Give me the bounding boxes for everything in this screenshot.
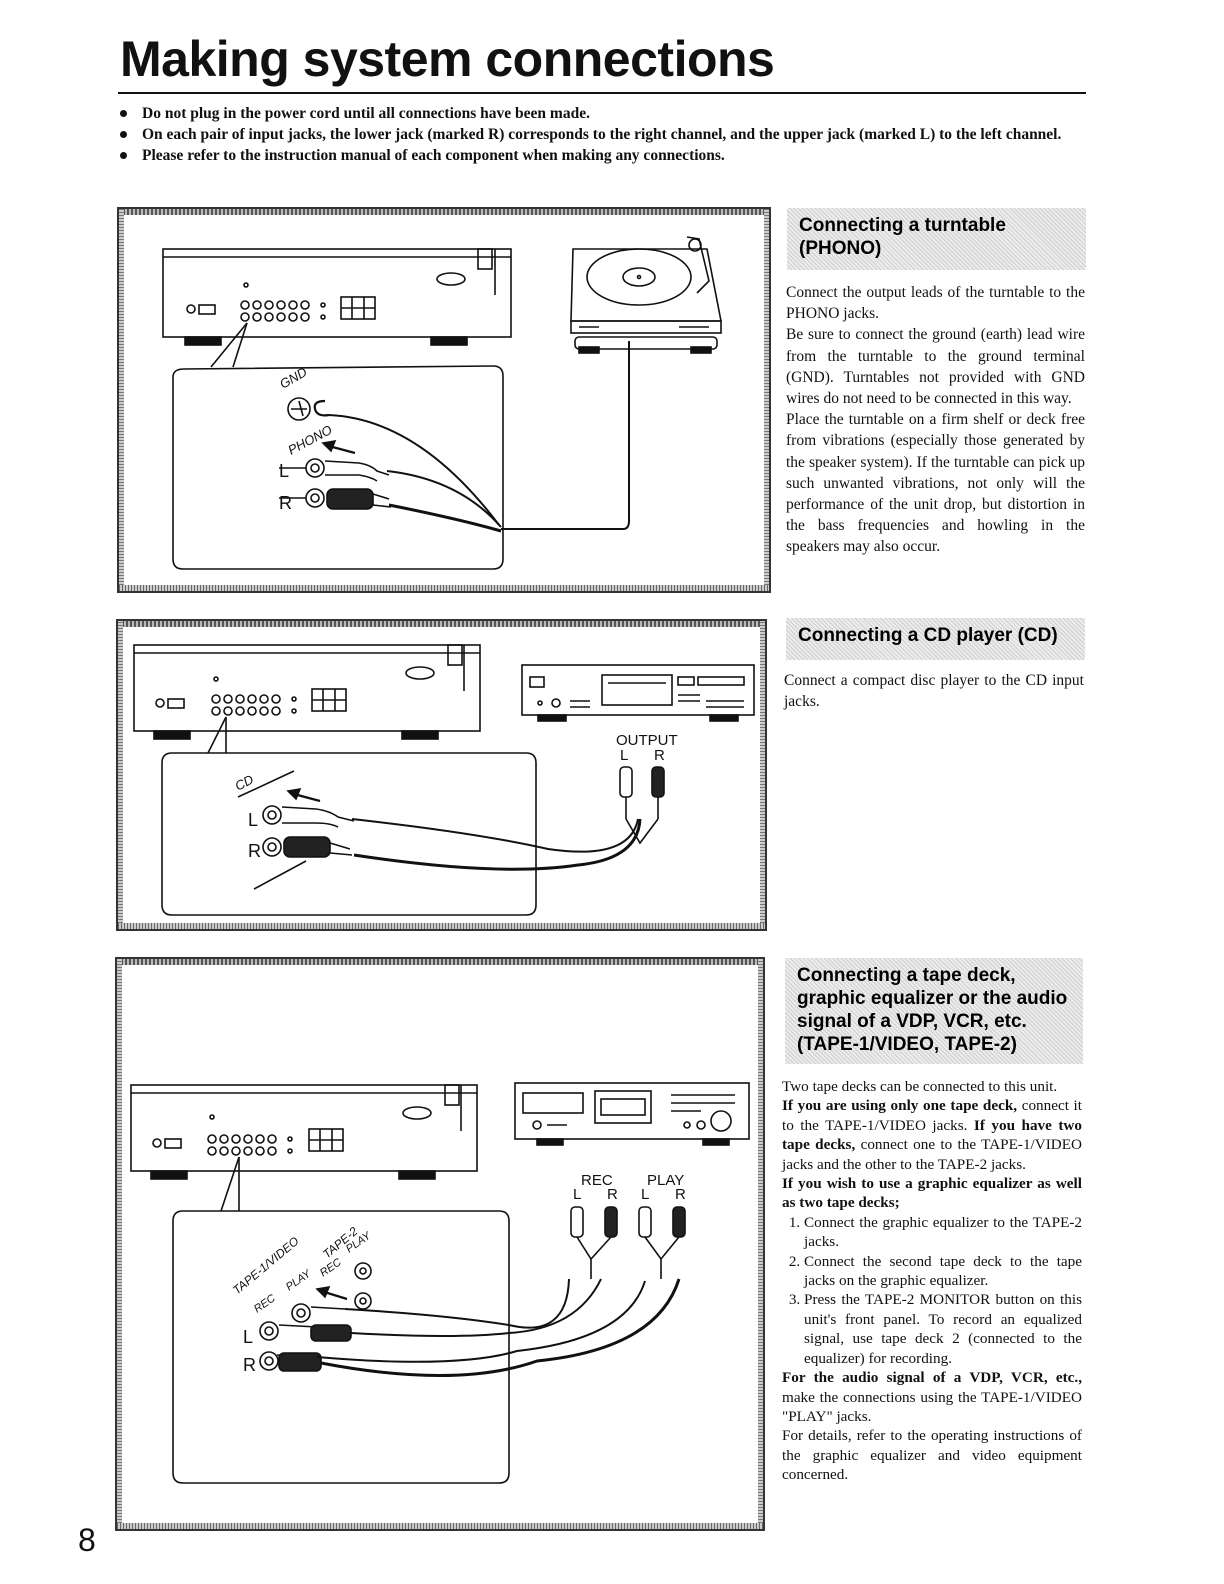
tape-bold-phrase: If you have two tape decks,	[782, 1116, 1082, 1154]
deck-play-left-label: L	[641, 1186, 649, 1203]
tape-description: Two tape decks can be connected to this …	[782, 1077, 1082, 1485]
right-channel-label: R	[243, 1355, 256, 1375]
tape-connection-figure: TAPE-1/VIDEO TAPE-2 REC PLAY REC PLAY L …	[115, 957, 765, 1531]
tape1-rec-label: REC	[252, 1292, 278, 1315]
tape-deck-icon	[514, 1082, 750, 1146]
right-channel-label: R	[279, 493, 292, 513]
amplifier-rear-panel-icon	[162, 248, 512, 346]
tape-heading-box: Connecting a tape deck, graphic equalize…	[785, 958, 1083, 1064]
bullet-dot-icon	[120, 131, 127, 138]
cd-diagram: CD L R OUTPUT L R	[133, 644, 755, 916]
cd-heading: Connecting a CD player (CD)	[798, 625, 1058, 646]
intro-bullet: Do not plug in the power cord until all …	[120, 103, 1088, 124]
phono-heading: Connecting a turntable (PHONO)	[799, 215, 1006, 259]
tape-bold-phrase: If you are using only one tape deck,	[782, 1097, 1018, 1115]
deck-rec-right-label: R	[607, 1186, 618, 1203]
left-channel-label: L	[279, 461, 289, 481]
tape1-play-label: PLAY	[284, 1268, 314, 1294]
tape-paragraph: If you are using only one tape deck, con…	[782, 1096, 1082, 1174]
phono-paragraph: Place the turntable on a firm shelf or d…	[786, 411, 1085, 556]
bullet-dot-icon	[120, 152, 127, 159]
phono-label: PHONO	[285, 422, 334, 458]
page-number: 8	[78, 1522, 96, 1558]
title-rule	[118, 92, 1086, 94]
cd-player-icon	[521, 664, 755, 722]
phono-paragraph: Connect the output leads of the turntabl…	[786, 284, 1085, 323]
intro-bullet-text: Do not plug in the power cord until all …	[142, 105, 590, 122]
amplifier-rear-panel-icon	[133, 644, 481, 740]
amplifier-rear-panel-icon	[130, 1084, 478, 1180]
tape-intro: Two tape decks can be connected to this …	[782, 1078, 1058, 1095]
phono-description: Connect the output leads of the turntabl…	[786, 282, 1085, 558]
tape-diagram: TAPE-1/VIDEO TAPE-2 REC PLAY REC PLAY L …	[130, 1082, 750, 1484]
left-channel-label: L	[248, 810, 258, 830]
tape2-rec-label: REC	[318, 1256, 344, 1279]
tape-text: make the connections using the TAPE-1/VI…	[782, 1388, 1082, 1425]
tape-bold-phrase: If you wish to use a graphic equalizer a…	[782, 1175, 1082, 1212]
cd-description: Connect a compact disc player to the CD …	[784, 670, 1084, 712]
intro-bullet: Please refer to the instruction manual o…	[120, 145, 1088, 166]
turntable-icon	[570, 236, 722, 354]
page-title: Making system connections	[120, 31, 775, 87]
deck-rec-left-label: L	[573, 1186, 581, 1203]
phono-heading-box: Connecting a turntable (PHONO)	[787, 208, 1086, 270]
tape-bold-phrase: For the audio signal of a VDP, VCR, etc.…	[782, 1369, 1082, 1387]
cd-output-left-label: L	[620, 747, 628, 764]
cd-output-right-label: R	[654, 747, 665, 764]
tape-heading: Connecting a tape deck, graphic equalize…	[797, 965, 1068, 1055]
deck-rec-label: REC	[581, 1172, 613, 1189]
left-channel-label: L	[243, 1327, 253, 1347]
intro-bullet: On each pair of input jacks, the lower j…	[120, 124, 1088, 145]
phono-connection-figure: GND PHONO L R	[117, 207, 771, 593]
bullet-dot-icon	[120, 110, 127, 117]
intro-bullet-list: Do not plug in the power cord until all …	[120, 103, 1088, 166]
deck-play-right-label: R	[675, 1186, 686, 1203]
cd-paragraph: Connect a compact disc player to the CD …	[784, 672, 1084, 711]
tape-text: connect it to the TAPE-1/VIDEO jacks.	[782, 1097, 1082, 1134]
phono-paragraph: Be sure to connect the ground (earth) le…	[786, 326, 1085, 408]
cd-heading-box: Connecting a CD player (CD)	[786, 618, 1085, 660]
intro-bullet-text: On each pair of input jacks, the lower j…	[142, 126, 1062, 143]
deck-play-label: PLAY	[647, 1172, 684, 1189]
tape-text: connect one to the TAPE-1/VIDEO jacks an…	[782, 1136, 1082, 1173]
cd-connection-figure: CD L R OUTPUT L R	[116, 619, 767, 931]
phono-diagram: GND PHONO L R	[162, 236, 722, 570]
equalizer-step: Press the TAPE-2 MONITOR button on this …	[804, 1290, 1082, 1368]
intro-bullet-text: Please refer to the instruction manual o…	[142, 147, 725, 164]
tape-paragraph: For the audio signal of a VDP, VCR, etc.…	[782, 1368, 1082, 1426]
equalizer-step: Connect the graphic equalizer to the TAP…	[804, 1213, 1082, 1252]
tape-paragraph: For details, refer to the operating inst…	[782, 1427, 1082, 1484]
tape-paragraph: If you wish to use a graphic equalizer a…	[782, 1174, 1082, 1213]
equalizer-steps: Connect the graphic equalizer to the TAP…	[782, 1213, 1082, 1368]
right-channel-label: R	[248, 841, 261, 861]
cd-output-label: OUTPUT	[616, 732, 678, 749]
equalizer-step: Connect the second tape deck to the tape…	[804, 1252, 1082, 1291]
